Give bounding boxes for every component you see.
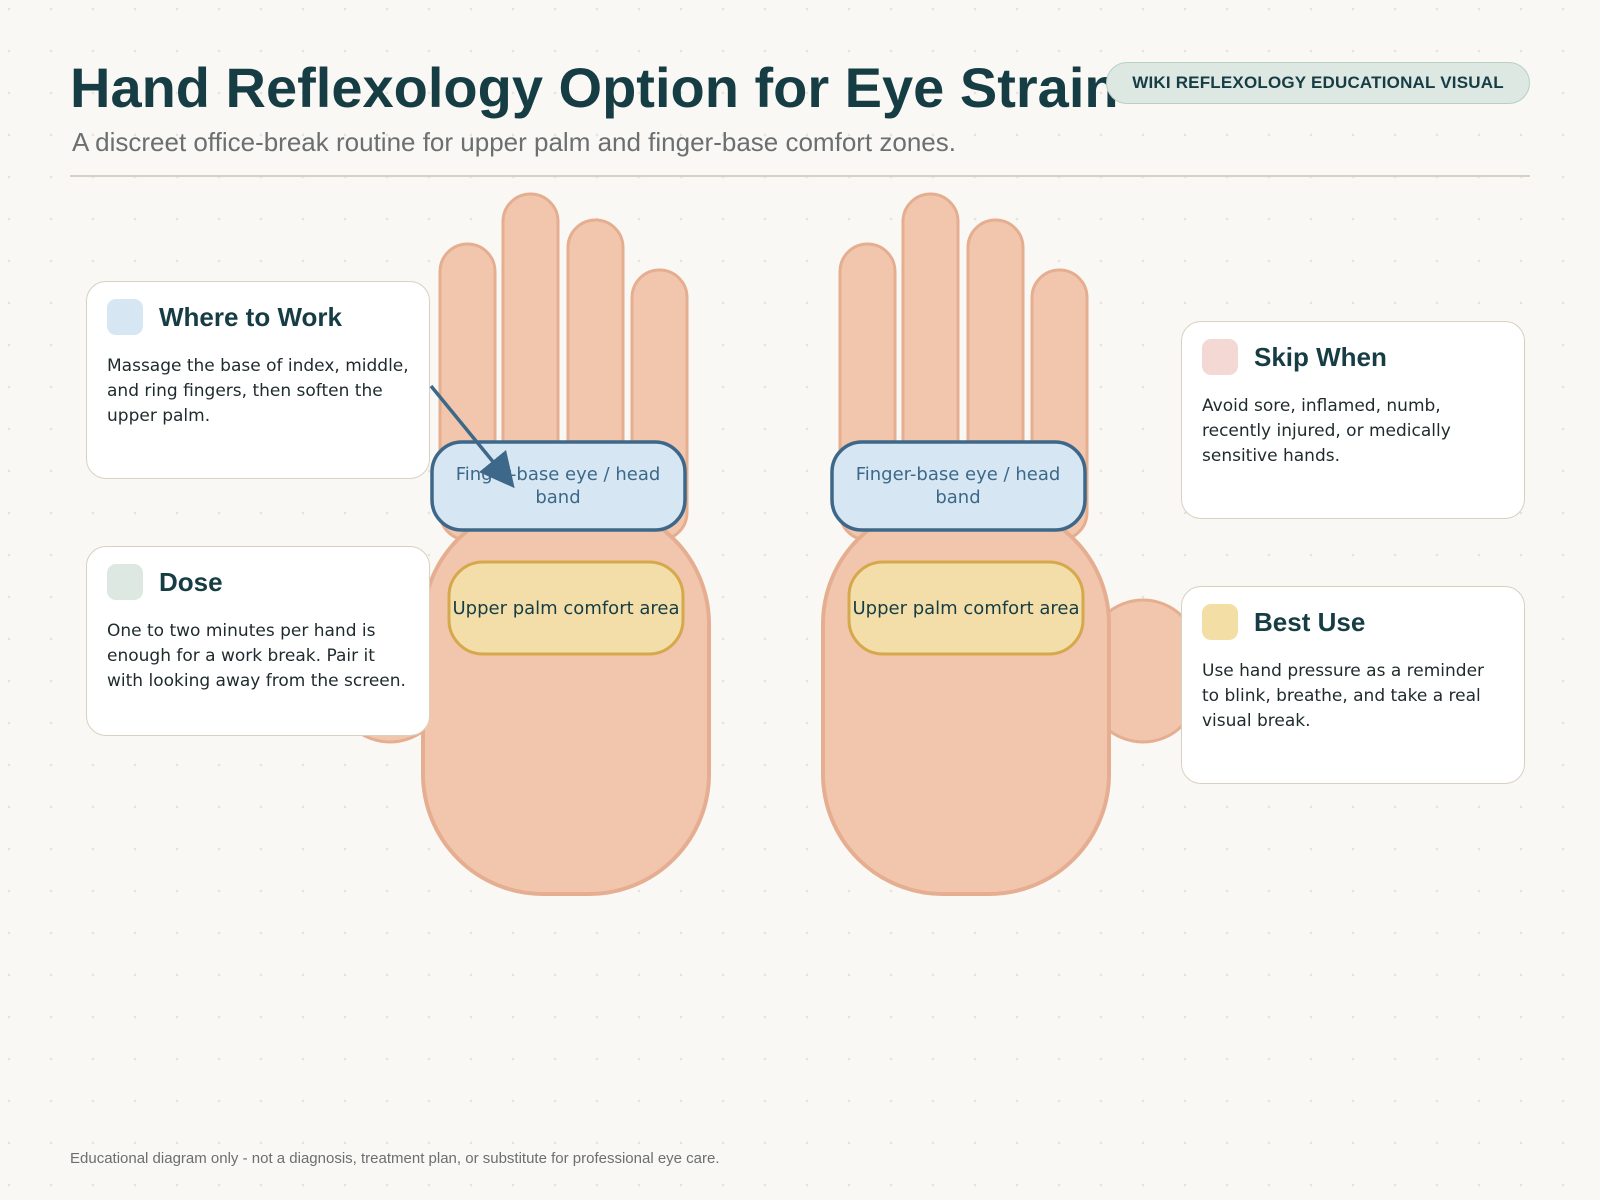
- skip-swatch: [1202, 339, 1238, 375]
- best-swatch: [1202, 604, 1238, 640]
- right-finger-band-label-line2: band: [935, 487, 980, 508]
- best-title: Best Use: [1254, 606, 1366, 637]
- where-body: Massage the base of index, middle, and r…: [107, 356, 409, 426]
- best-body: Use hand pressure as a reminder to blink…: [1202, 661, 1485, 731]
- right-finger-band: [830, 440, 1087, 532]
- left-finger-band: [430, 440, 687, 532]
- skip-title: Skip When: [1254, 341, 1387, 372]
- card-best-use: Best Use Use hand pressure as a reminder…: [1181, 586, 1525, 784]
- card-skip-when: Skip When Avoid sore, inflamed, numb, re…: [1181, 321, 1525, 519]
- dose-body: One to two minutes per hand is enough fo…: [107, 621, 406, 691]
- page-title: Hand Reflexology Option for Eye Strain: [70, 56, 1119, 119]
- page-subtitle: A discreet office-break routine for uppe…: [72, 127, 956, 157]
- dose-swatch: [107, 564, 143, 600]
- header-divider: [70, 175, 1530, 177]
- card-where-to-work: Where to Work Massage the base of index,…: [86, 281, 430, 479]
- card-dose: Dose One to two minutes per hand is enou…: [86, 546, 430, 736]
- skip-body: Avoid sore, inflamed, numb, recently inj…: [1202, 396, 1451, 466]
- left-palm-zone: [447, 560, 685, 656]
- where-swatch: [107, 299, 143, 335]
- left-palm-zone-label: Upper palm comfort area: [452, 598, 679, 619]
- left-finger-band-label-line2: band: [535, 487, 580, 508]
- right-palm-zone-label: Upper palm comfort area: [852, 598, 1079, 619]
- dose-title: Dose: [159, 566, 223, 597]
- where-title: Where to Work: [159, 301, 342, 332]
- right-palm-zone: [847, 560, 1085, 656]
- right-finger-band-label-line1: Finger-base eye / head: [856, 464, 1061, 485]
- footer-disclaimer: Educational diagram only - not a diagnos…: [70, 1150, 720, 1167]
- left-finger-band-label-line1: Finger-base eye / head: [456, 464, 661, 485]
- right-hand: Finger-base eye / head band Upper palm c…: [821, 192, 1200, 896]
- source-badge: WIKI REFLEXOLOGY EDUCATIONAL VISUAL: [1106, 62, 1530, 104]
